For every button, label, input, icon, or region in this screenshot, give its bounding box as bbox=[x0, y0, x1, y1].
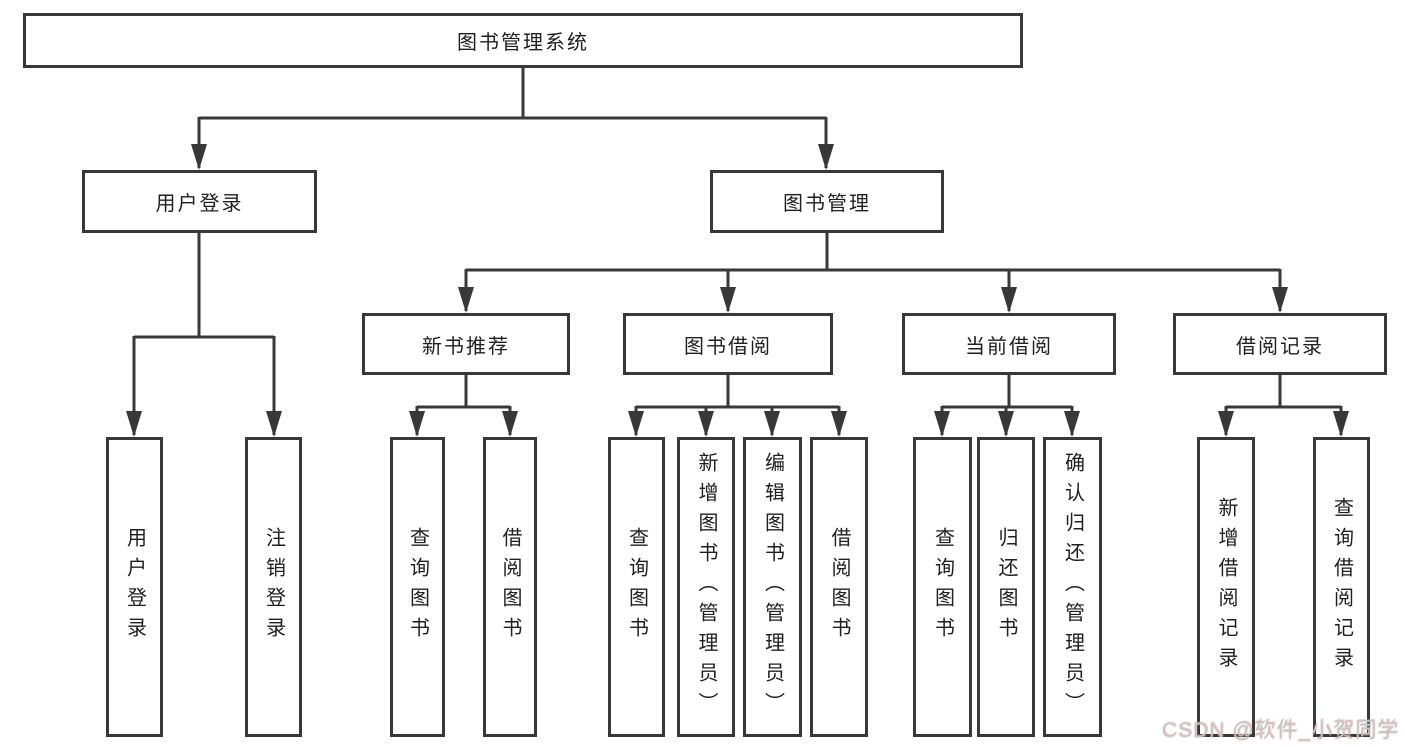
node-current-borrow-label: 当前借阅 bbox=[965, 335, 1053, 358]
node-book-management-label: 图书管理 bbox=[783, 193, 871, 215]
leaf-borrow-query: 查询图书 bbox=[608, 437, 665, 737]
node-new-book-recommend-label: 新书推荐 bbox=[422, 335, 510, 358]
leaf-logout-label: 注销登录 bbox=[262, 527, 285, 647]
leaf-newbook-query: 查询图书 bbox=[390, 437, 445, 737]
edge-borrow-record-branch bbox=[1226, 375, 1341, 409]
leaf-current-return-label: 归还图书 bbox=[995, 527, 1017, 647]
node-book-borrow: 图书借阅 bbox=[623, 313, 833, 375]
leaf-record-query: 查询借阅记录 bbox=[1313, 437, 1370, 737]
leaf-current-query: 查询图书 bbox=[913, 437, 972, 737]
leaf-borrow-query-label: 查询图书 bbox=[625, 527, 648, 647]
node-user-login: 用户登录 bbox=[82, 170, 317, 233]
leaf-user-login: 用户登录 bbox=[106, 437, 163, 737]
edge-user-login-branch bbox=[134, 233, 274, 339]
leaf-current-confirm: 确认归还（管理员） bbox=[1043, 437, 1102, 737]
leaf-borrow-borrow: 借阅图书 bbox=[810, 437, 868, 737]
node-book-management: 图书管理 bbox=[710, 170, 944, 233]
leaf-borrow-add: 新增图书（管理员） bbox=[677, 437, 735, 737]
leaf-record-query-label: 查询借阅记录 bbox=[1330, 497, 1353, 677]
leaf-borrow-edit: 编辑图书（管理员） bbox=[743, 437, 802, 737]
node-user-login-label: 用户登录 bbox=[155, 193, 244, 215]
leaf-record-add: 新增借阅记录 bbox=[1197, 437, 1255, 737]
node-new-book-recommend: 新书推荐 bbox=[362, 313, 570, 375]
edge-new-book-branch bbox=[417, 375, 510, 409]
leaf-record-add-label: 新增借阅记录 bbox=[1215, 497, 1237, 677]
leaf-user-login-label: 用户登录 bbox=[123, 527, 146, 647]
node-borrow-record: 借阅记录 bbox=[1173, 313, 1387, 375]
leaf-newbook-borrow: 借阅图书 bbox=[483, 437, 537, 737]
node-current-borrow: 当前借阅 bbox=[902, 313, 1116, 375]
node-borrow-record-label: 借阅记录 bbox=[1236, 335, 1324, 358]
leaf-current-return: 归还图书 bbox=[977, 437, 1035, 737]
leaf-current-confirm-label: 确认归还（管理员） bbox=[1061, 452, 1084, 722]
leaf-current-query-label: 查询图书 bbox=[931, 527, 954, 647]
node-root-label: 图书管理系统 bbox=[457, 32, 589, 54]
edge-book-borrow-branch bbox=[636, 375, 839, 409]
edge-root-branch bbox=[199, 68, 826, 120]
leaf-newbook-query-label: 查询图书 bbox=[406, 527, 429, 647]
leaf-newbook-borrow-label: 借阅图书 bbox=[499, 527, 521, 647]
csdn-watermark: CSDN @软件_小贺同学 bbox=[1161, 719, 1399, 742]
edge-current-borrow-branch bbox=[942, 375, 1072, 409]
leaf-borrow-borrow-label: 借阅图书 bbox=[828, 527, 850, 647]
node-book-borrow-label: 图书借阅 bbox=[684, 335, 772, 358]
leaf-logout: 注销登录 bbox=[245, 437, 302, 737]
leaf-borrow-add-label: 新增图书（管理员） bbox=[695, 452, 717, 722]
edge-book-management-branch bbox=[466, 233, 1280, 272]
node-root: 图书管理系统 bbox=[23, 13, 1023, 68]
leaf-borrow-edit-label: 编辑图书（管理员） bbox=[761, 452, 784, 722]
